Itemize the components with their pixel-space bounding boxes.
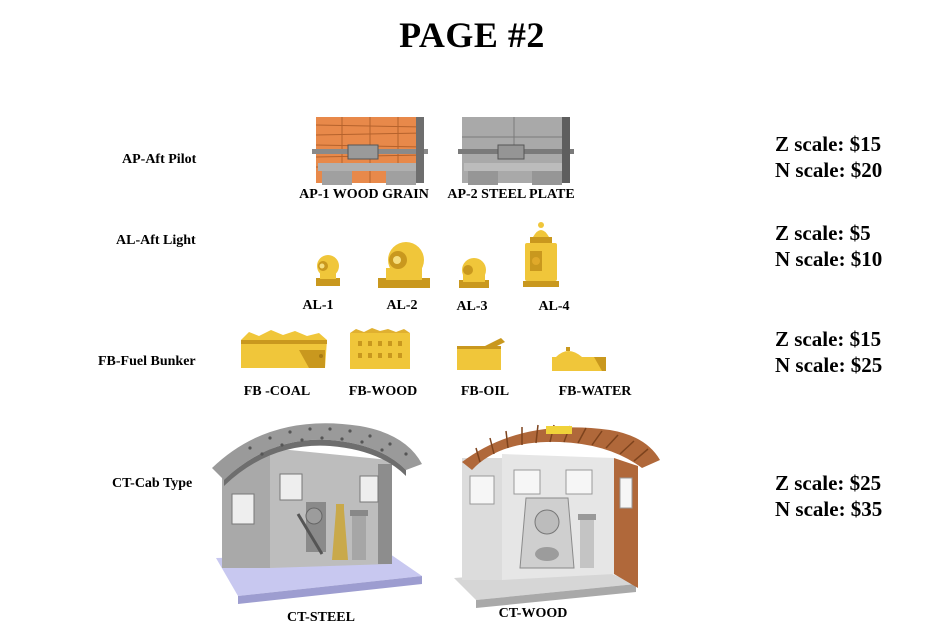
al4-lantern-image xyxy=(523,222,559,287)
fb-wood-bunker-image xyxy=(350,328,410,369)
caption-fb-wood: FB-WOOD xyxy=(348,384,418,399)
price-z-cab-type: Z scale: $25 xyxy=(775,471,882,495)
caption-fb-water: FB-WATER xyxy=(558,384,632,399)
caption-al4: AL-4 xyxy=(538,299,570,314)
caption-ct-steel: CT-STEEL xyxy=(287,610,355,625)
ap1-wood-pilot-image xyxy=(312,117,428,185)
caption-fb-oil: FB-OIL xyxy=(460,384,510,399)
caption-fb-coal: FB -COAL xyxy=(243,384,311,399)
fb-oil-bunker-image xyxy=(457,338,505,370)
price-n-cab-type: N scale: $35 xyxy=(775,497,883,521)
ct-steel-cab-image xyxy=(212,423,422,604)
al2-light-image xyxy=(378,242,430,288)
price-z-fuel-bunker: Z scale: $15 xyxy=(775,327,882,351)
caption-ap1: AP-1 WOOD GRAIN xyxy=(299,187,429,202)
row-label-aft-light: AL-Aft Light xyxy=(116,233,196,248)
caption-al2: AL-2 xyxy=(386,298,418,313)
price-z-aft-light: Z scale: $5 xyxy=(775,221,871,245)
page-title: PAGE #2 xyxy=(399,15,545,55)
al3-light-image xyxy=(459,258,489,288)
row-label-aft-pilot: AP-Aft Pilot xyxy=(122,152,197,167)
caption-al3: AL-3 xyxy=(456,299,488,314)
price-z-aft-pilot: Z scale: $15 xyxy=(775,132,882,156)
row-label-cab-type: CT-Cab Type xyxy=(112,476,193,491)
fb-coal-bunker-image xyxy=(241,330,327,368)
row-label-fuel-bunker: FB-Fuel Bunker xyxy=(98,354,196,369)
caption-ct-wood: CT-WOOD xyxy=(498,606,568,621)
fb-water-bunker-image xyxy=(552,347,606,371)
ct-wood-cab-image xyxy=(454,424,660,608)
caption-al1: AL-1 xyxy=(302,298,334,313)
ap2-steel-pilot-image xyxy=(458,117,574,185)
al1-light-image xyxy=(316,255,340,286)
price-n-aft-light: N scale: $10 xyxy=(775,247,883,271)
caption-ap2: AP-2 STEEL PLATE xyxy=(447,187,575,202)
price-n-aft-pilot: N scale: $20 xyxy=(775,158,883,182)
price-n-fuel-bunker: N scale: $25 xyxy=(775,353,883,377)
